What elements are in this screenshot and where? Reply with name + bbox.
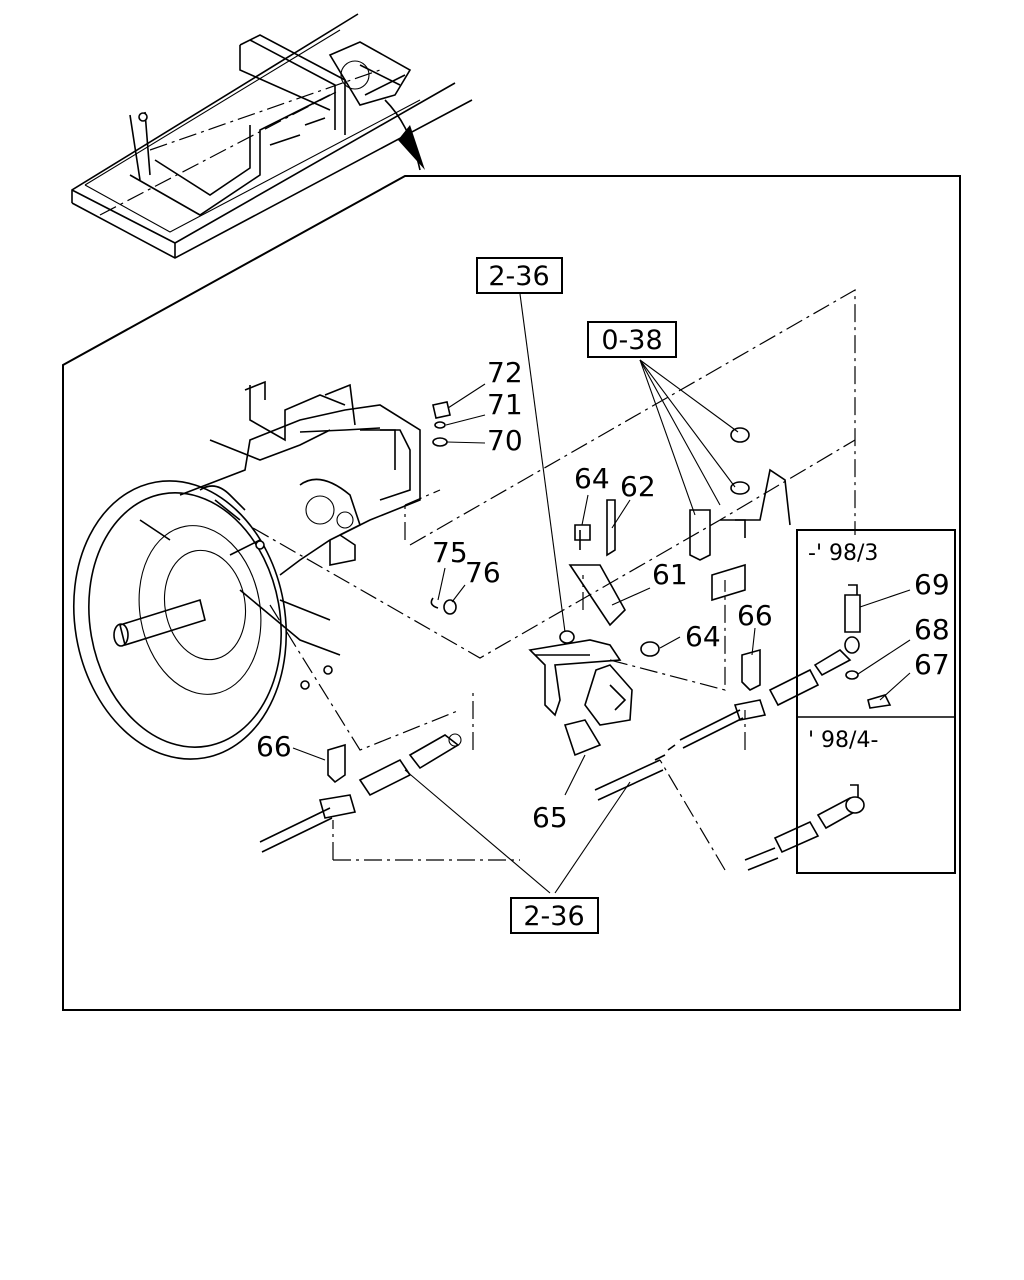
callout-67: 67: [914, 648, 950, 681]
vehicle-overview: [71, 13, 473, 259]
ref-label-bottom: 2-36: [523, 901, 584, 932]
hardware-parts: [430, 401, 791, 615]
clip-part-66-right: [741, 648, 761, 691]
callout-64-upper: 64: [574, 462, 610, 495]
callout-69: 69: [914, 568, 950, 601]
clip-part-66-left: [327, 743, 346, 784]
inset-label-upper: -' 98/3: [808, 541, 878, 566]
callout-76: 76: [465, 556, 501, 589]
callout-75: 75: [432, 536, 468, 569]
callout-62: 62: [620, 470, 656, 503]
inset-label-lower: ' 98/4-: [808, 728, 878, 753]
pointer-arrowhead: [398, 125, 425, 170]
ref-label-top: 2-36: [488, 261, 549, 292]
callout-68: 68: [914, 613, 950, 646]
callout-71: 71: [487, 388, 523, 421]
callout-70: 70: [487, 424, 523, 457]
callout-66-right: 66: [737, 599, 773, 632]
shift-bracket: [528, 499, 660, 757]
callout-64-lower: 64: [685, 620, 721, 653]
inset-variants: [796, 529, 956, 874]
transmission-assembly: [72, 380, 421, 760]
ref-label-mid: 0-38: [601, 325, 662, 356]
callout-72: 72: [487, 356, 523, 389]
phantom-lines: [252, 288, 856, 871]
callout-65: 65: [532, 801, 568, 834]
ref-box-top: [476, 257, 563, 294]
ref-box-bottom: [510, 897, 599, 934]
diagram-frame: [62, 175, 961, 1011]
ref-box-mid: [587, 321, 677, 358]
callout-66-left: 66: [256, 730, 292, 763]
callout-61: 61: [652, 558, 688, 591]
shift-cables: [259, 648, 860, 871]
leader-lines: [292, 293, 911, 894]
